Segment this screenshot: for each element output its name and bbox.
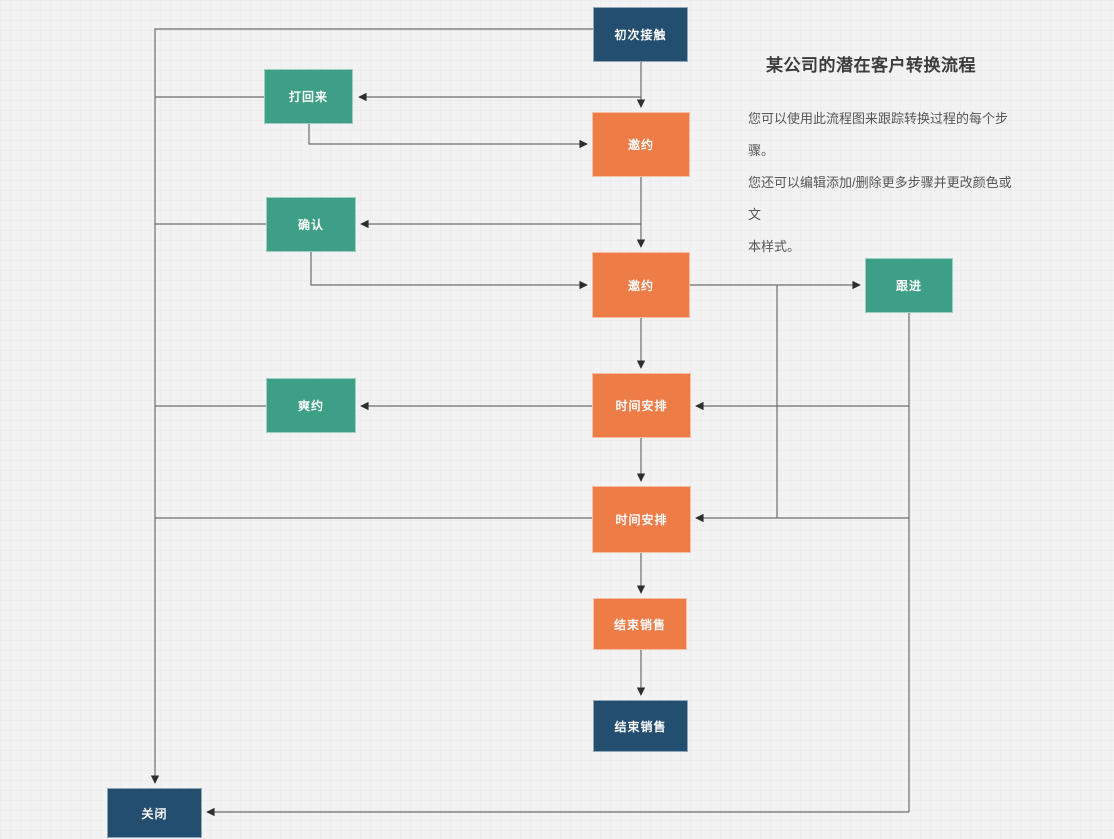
node-invite-2[interactable]: 邀约 [592,252,690,318]
node-invite-1[interactable]: 邀约 [592,112,690,177]
edge-confirm-to-invite2 [310,252,588,290]
node-no-show[interactable]: 爽约 [266,378,356,433]
node-call-back-label: 打回来 [288,90,328,104]
node-schedule-2-label: 时间安排 [615,513,668,527]
edge-call-back-to-invite1 [308,124,588,149]
node-follow-up-label: 跟进 [895,279,922,293]
edge-left-spine-to-closed [150,28,593,784]
node-closed[interactable]: 关闭 [107,788,202,838]
node-first-contact-label: 初次接触 [614,28,667,42]
node-close-sale-2-label: 结束销售 [614,719,667,734]
node-confirm-label: 确认 [297,218,324,232]
node-close-sale-2[interactable]: 结束销售 [593,700,688,752]
node-invite-2-label: 邀约 [627,278,654,293]
node-no-show-label: 爽约 [297,399,324,413]
node-confirm[interactable]: 确认 [266,197,356,252]
diagram-description: 您可以使用此流程图来跟踪转换过程的每个步骤。 您还可以编辑添加/删除更多步骤并更… [748,111,1012,254]
node-schedule-1[interactable]: 时间安排 [592,373,691,438]
node-invite-1-label: 邀约 [627,138,654,152]
node-close-sale-1[interactable]: 结束销售 [593,598,687,650]
node-schedule-1-label: 时间安排 [615,399,668,413]
node-first-contact[interactable]: 初次接触 [593,7,688,62]
node-call-back[interactable]: 打回来 [264,69,353,124]
node-schedule-2[interactable]: 时间安排 [592,486,691,553]
node-close-sale-1-label: 结束销售 [613,617,666,632]
diagram-title: 某公司的潜在客户转换流程 [766,56,976,75]
node-follow-up[interactable]: 跟进 [865,258,953,313]
node-closed-label: 关闭 [141,806,168,821]
